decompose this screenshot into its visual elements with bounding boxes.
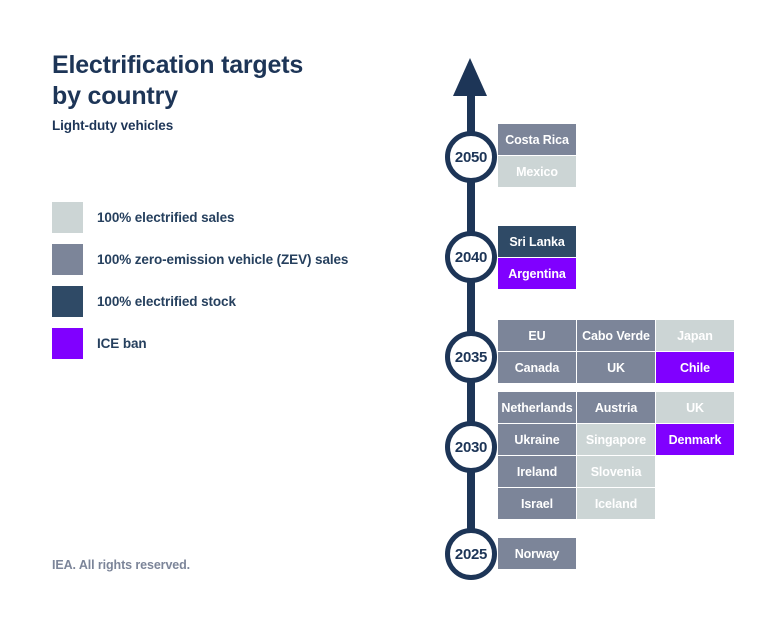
timeline-node-2035[interactable]: 2035 (445, 331, 497, 383)
timeline-node-2025[interactable]: 2025 (445, 528, 497, 580)
timeline-arrow-icon (453, 58, 487, 96)
legend-label-electrified_stock: 100% electrified stock (97, 293, 236, 309)
country-bar-ireland[interactable]: Ireland (498, 456, 576, 487)
legend-label-zev_sales: 100% zero-emission vehicle (ZEV) sales (97, 251, 349, 267)
country-bar-eu[interactable]: EU (498, 320, 576, 351)
legend-item-electrified_stock: 100% electrified stock (52, 280, 432, 322)
legend-swatch-ice_ban (52, 327, 83, 359)
country-bar-denmark[interactable]: Denmark (656, 424, 734, 455)
legend-swatch-electrified_stock (52, 285, 83, 317)
country-bar-norway[interactable]: Norway (498, 538, 576, 569)
country-bar-cabo-verde[interactable]: Cabo Verde (577, 320, 655, 351)
bar-row: Costa Rica (498, 124, 576, 155)
page-subtitle: Light-duty vehicles (52, 118, 174, 133)
country-bar-netherlands[interactable]: Netherlands (498, 392, 576, 423)
country-bar-uk[interactable]: UK (577, 352, 655, 383)
timeline-node-2040[interactable]: 2040 (445, 231, 497, 283)
country-bar-israel[interactable]: Israel (498, 488, 576, 519)
country-bar-singapore[interactable]: Singapore (577, 424, 655, 455)
title-line-1: Electrification targets (52, 51, 304, 79)
timeline-node-2050[interactable]: 2050 (445, 131, 497, 183)
country-bar-argentina[interactable]: Argentina (498, 258, 576, 289)
copyright-notice: IEA. All rights reserved. (52, 558, 191, 572)
legend-swatch-electrified_sales (52, 201, 83, 233)
country-bar-canada[interactable]: Canada (498, 352, 576, 383)
timeline-node-2030[interactable]: 2030 (445, 421, 497, 473)
legend-label-electrified_sales: 100% electrified sales (97, 209, 235, 225)
page-title: Electrification targets by country (52, 50, 412, 112)
legend-swatch-zev_sales (52, 243, 83, 275)
bar-row: Argentina (498, 258, 576, 289)
country-bar-uk[interactable]: UK (656, 392, 734, 423)
bar-row: Sri Lanka (498, 226, 576, 257)
legend-item-electrified_sales: 100% electrified sales (52, 196, 432, 238)
legend-item-zev_sales: 100% zero-emission vehicle (ZEV) sales (52, 238, 432, 280)
country-bar-chile[interactable]: Chile (656, 352, 734, 383)
country-bar-japan[interactable]: Japan (656, 320, 734, 351)
legend-label-ice_ban: ICE ban (97, 335, 147, 351)
country-bar-austria[interactable]: Austria (577, 392, 655, 423)
country-bar-sri-lanka[interactable]: Sri Lanka (498, 226, 576, 257)
country-bar-iceland[interactable]: Iceland (577, 488, 655, 519)
country-bar-slovenia[interactable]: Slovenia (577, 456, 655, 487)
legend-item-ice_ban: ICE ban (52, 322, 432, 364)
bar-row: Norway (498, 538, 576, 569)
legend: 100% electrified sales 100% zero-emission… (52, 196, 432, 364)
country-bar-ukraine[interactable]: Ukraine (498, 424, 576, 455)
bar-row: Mexico (498, 156, 576, 187)
timeline-axis (467, 92, 475, 558)
title-line-2: by country (52, 82, 178, 110)
country-bar-costa-rica[interactable]: Costa Rica (498, 124, 576, 155)
country-bar-mexico[interactable]: Mexico (498, 156, 576, 187)
